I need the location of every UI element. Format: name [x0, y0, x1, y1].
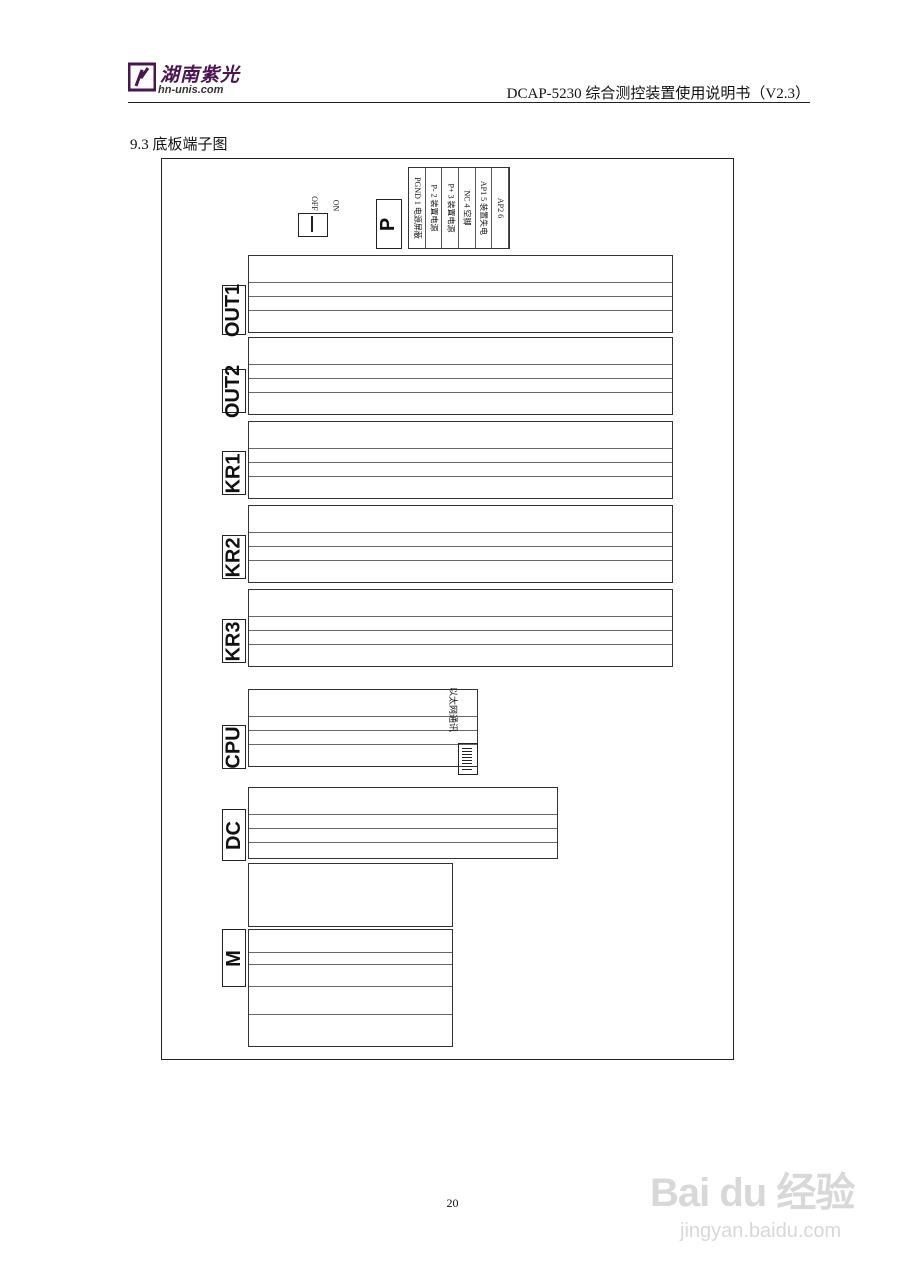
terminal-table-dc	[248, 787, 558, 859]
p-terminal-text: P+ 3 装置电源	[446, 183, 456, 233]
document-title: DCAP-5230 综合测控装置使用说明书（V2.3）	[506, 86, 810, 102]
watermark-sub: jingyan.baidu.com	[680, 1220, 842, 1242]
section-title: 9.3 底板端子图	[130, 137, 228, 153]
p-terminal-row: AP1 5 装置失电	[476, 168, 493, 248]
company-logo: 湖南紫光 hn-unis.com	[128, 60, 240, 100]
block-title-out1: OUT1	[222, 283, 246, 337]
p-terminal-text: AP1 5 装置失电	[479, 180, 489, 236]
block-title-out2: OUT2	[222, 364, 246, 418]
block-title-m: M	[222, 929, 246, 987]
p-terminal-text: P- 2 装置电源	[429, 184, 439, 232]
block-title-cpu: CPU	[222, 725, 246, 769]
block-title-kr2: KR2	[222, 535, 246, 579]
terminal-table-m-signals	[248, 863, 453, 927]
p-terminal-row: NC 4 空脚	[459, 168, 476, 248]
terminal-table-m	[248, 929, 453, 1047]
company-name-cn: 湖南紫光	[160, 64, 241, 86]
page-number: 20	[446, 1196, 459, 1210]
header-divider	[128, 102, 810, 103]
watermark-main: Bai du 经验	[650, 1171, 855, 1215]
terminal-table-cpu	[248, 689, 478, 767]
power-switch	[298, 213, 328, 237]
terminal-table-p: PGND 1 电源屏蔽 P- 2 装置电源 P+ 3 装置电源 NC 4 空脚 AP1 …	[408, 167, 510, 249]
terminal-table-kr2	[248, 505, 673, 583]
switch-on-label: ON	[331, 199, 341, 212]
company-url: hn-unis.com	[158, 84, 224, 96]
p-terminal-text: AP2 6	[496, 197, 506, 219]
p-terminal-row: P+ 3 装置电源	[442, 168, 459, 248]
ethernet-label: 以太网通讯	[448, 687, 458, 733]
p-terminal-text: NC 4 空脚	[462, 190, 472, 226]
switch-off-label: OFF	[309, 196, 319, 211]
p-terminal-row: PGND 1 电源屏蔽	[409, 168, 426, 248]
block-title-dc: DC	[222, 809, 246, 861]
terminal-table-kr3	[248, 589, 673, 667]
ethernet-port-icon	[458, 743, 478, 775]
block-title-kr1: KR1	[222, 451, 246, 495]
p-terminal-row: AP2 6	[492, 168, 509, 248]
block-title-kr3: KR3	[222, 619, 246, 663]
terminal-table-kr1	[248, 421, 673, 499]
p-terminal-row: P- 2 装置电源	[426, 168, 443, 248]
logo-mark-icon	[128, 62, 156, 92]
terminal-table-out1	[248, 255, 673, 333]
p-terminal-text: PGND 1 电源屏蔽	[412, 177, 422, 239]
terminal-diagram-frame: OFF ON P PGND 1 电源屏蔽 P- 2 装置电源 P+ 3 装置电源 NC…	[161, 158, 734, 1060]
baidu-watermark: Bai du 经验 jingyan.baidu.com	[640, 1140, 880, 1250]
terminal-table-out2	[248, 337, 673, 415]
block-title-p: P	[376, 199, 402, 249]
